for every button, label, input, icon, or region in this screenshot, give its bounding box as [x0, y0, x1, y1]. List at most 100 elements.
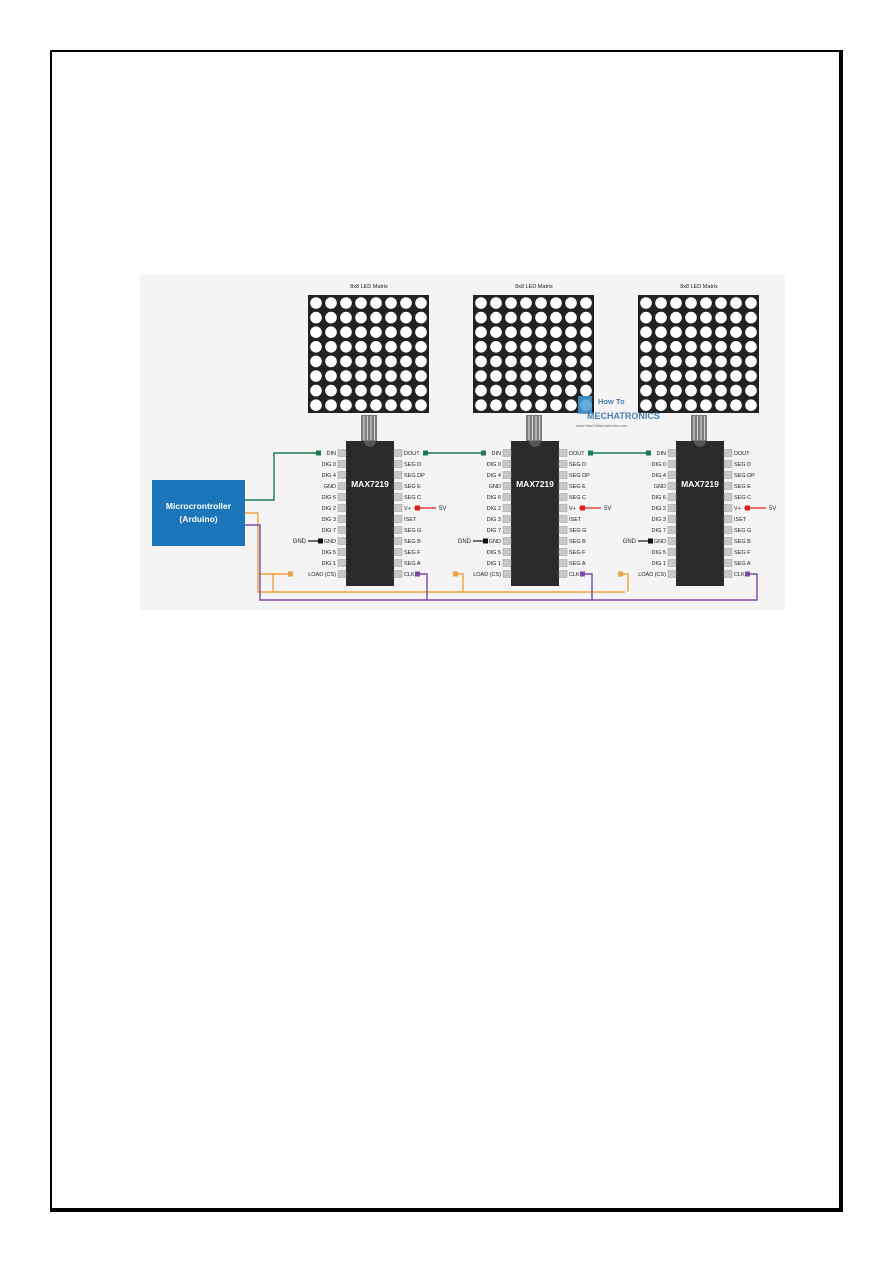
- led-dot: [685, 297, 697, 309]
- led-dot: [475, 399, 487, 411]
- pin-label-left: GND: [324, 539, 336, 545]
- chip-pin-right: [558, 504, 568, 512]
- led-dot: [385, 355, 397, 368]
- chip-pin-left: [337, 548, 347, 556]
- chip-pin-left: [502, 482, 512, 490]
- pin-label-right: SEG DP: [569, 473, 590, 479]
- led-dot: [415, 355, 427, 368]
- chip-pin-left: [337, 449, 347, 457]
- load-wire: [272, 573, 290, 592]
- load-wire: [620, 573, 629, 592]
- led-dot: [475, 341, 487, 353]
- pin-label-right: ISET: [734, 517, 747, 523]
- pin-label-left: LOAD (CS): [308, 572, 336, 578]
- led-dot: [370, 370, 382, 382]
- pin-label-left: DIG 0: [487, 462, 501, 468]
- led-dot: [715, 384, 727, 397]
- led-dot: [565, 399, 577, 411]
- pin-label-right: SEG C: [404, 495, 421, 501]
- chip-pin-left: [502, 537, 512, 545]
- pin-label-right: V+: [569, 506, 576, 512]
- led-matrix: [473, 295, 594, 413]
- led-dot: [520, 384, 532, 397]
- pin-label-left: GND: [489, 539, 501, 545]
- watermark-line1: How To: [598, 397, 625, 406]
- chip-body: [346, 441, 394, 586]
- led-dot: [520, 297, 532, 309]
- clk-wire: [583, 573, 593, 600]
- led-dot: [475, 297, 487, 309]
- led-dot: [490, 370, 502, 382]
- led-dot: [385, 399, 397, 411]
- led-dot: [415, 341, 427, 353]
- chip-pin-right: [558, 471, 568, 479]
- matrix-connector: [361, 415, 377, 441]
- led-dot: [655, 355, 667, 368]
- chip-pin-left: [502, 493, 512, 501]
- led-dot: [550, 341, 562, 353]
- led-dot: [340, 384, 352, 397]
- led-dot: [685, 370, 697, 382]
- pin-label-left: DIG 1: [652, 561, 666, 567]
- pin-label-left: DIG 2: [322, 506, 336, 512]
- matrix-title: 8x8 LED Matrix: [680, 284, 718, 290]
- led-dot: [745, 384, 757, 397]
- clk-terminal: [580, 571, 585, 577]
- chip-pin-left: [502, 570, 512, 578]
- matrix-connector: [691, 415, 707, 441]
- pin-label-right: SEG E: [734, 484, 751, 490]
- led-dot: [535, 355, 547, 368]
- chip-notch: [694, 441, 706, 447]
- chip-pin-right: [393, 537, 403, 545]
- led-dot: [355, 341, 367, 353]
- led-dot: [655, 341, 667, 353]
- led-dot: [505, 370, 517, 382]
- chip-pin-left: [337, 460, 347, 468]
- pin-label-right: SEG G: [404, 528, 421, 534]
- microcontroller-sublabel: (Arduino): [179, 514, 217, 524]
- pin-label-left: DIG 1: [322, 561, 336, 567]
- led-dot: [325, 311, 337, 324]
- led-dot: [355, 297, 367, 309]
- led-matrix: [638, 295, 759, 413]
- led-dot: [385, 326, 397, 338]
- chip-pin-left: [337, 493, 347, 501]
- led-dot: [565, 341, 577, 353]
- led-dot: [400, 384, 412, 397]
- chip-pin-left: [667, 570, 677, 578]
- led-dot: [340, 326, 352, 338]
- pin-label-left: DIG 2: [487, 506, 501, 512]
- led-dot: [505, 297, 517, 309]
- led-dot: [355, 311, 367, 324]
- pin-label-right: ISET: [404, 517, 417, 523]
- led-dot: [370, 341, 382, 353]
- chip-pin-right: [393, 471, 403, 479]
- pin-label-left: DIG 6: [322, 495, 336, 501]
- chip-pin-right: [393, 570, 403, 578]
- led-dot: [370, 311, 382, 324]
- led-dot: [745, 370, 757, 382]
- led-dot: [730, 311, 742, 324]
- chip-pin-left: [667, 526, 677, 534]
- led-dot: [415, 311, 427, 324]
- pin-label-right: SEG F: [569, 550, 586, 556]
- chip-pin-left: [667, 515, 677, 523]
- chip-pin-left: [337, 504, 347, 512]
- led-dot: [745, 341, 757, 353]
- led-dot: [400, 370, 412, 382]
- dout-terminal: [588, 450, 593, 456]
- pin-label-right: SEG B: [404, 539, 421, 545]
- chip-pin-right: [723, 504, 733, 512]
- led-dot: [550, 399, 562, 411]
- pin-label-left: GND: [489, 484, 501, 490]
- pin-label-left: DIG 7: [652, 528, 666, 534]
- chip-body: [511, 441, 559, 586]
- led-dot: [685, 384, 697, 397]
- chip-pin-right: [558, 526, 568, 534]
- led-dot: [655, 311, 667, 324]
- led-dot: [700, 297, 712, 309]
- led-dot: [550, 370, 562, 382]
- matrix-title: 8x8 LED Matrix: [515, 284, 553, 290]
- chip-pin-right: [393, 449, 403, 457]
- pin-label-left: DIG 1: [487, 561, 501, 567]
